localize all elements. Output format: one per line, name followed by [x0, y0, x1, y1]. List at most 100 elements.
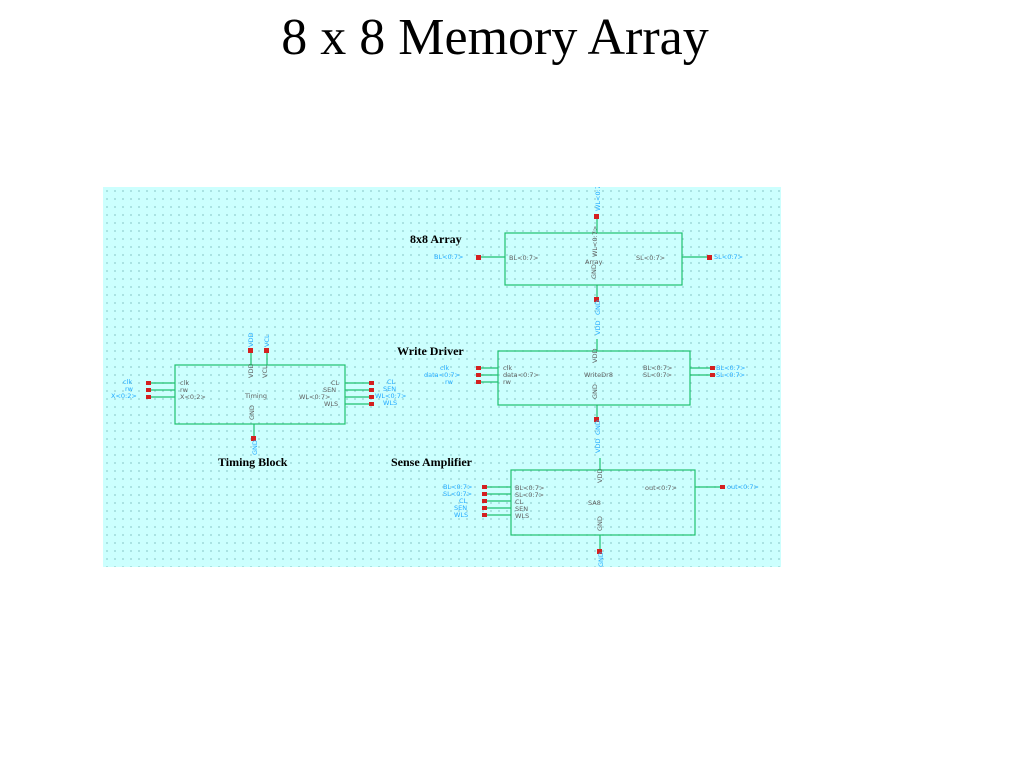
timing-net-sen: SEN [383, 385, 396, 393]
writedrv-net-clk: clk [440, 364, 449, 372]
timing-pin-cl-terminal[interactable] [369, 381, 374, 385]
timing-net-vdd: VDD [247, 333, 255, 347]
timing-net-wl: WL<0:7> [375, 392, 406, 400]
sa-pin-sen-terminal[interactable] [482, 506, 487, 510]
timing-block[interactable]: Timing clk rw X<0:2> CL SEN WL<0:7> WLS … [174, 364, 346, 425]
timing-pin-rw-terminal[interactable] [146, 388, 151, 392]
timing-net-clk: clk [123, 378, 132, 386]
timing-net-wls: WLS [383, 399, 397, 407]
timing-pin-sen: SEN [323, 386, 336, 394]
timing-pin-vdd-terminal[interactable] [248, 348, 253, 353]
sa-net-gnd: GND [597, 552, 605, 567]
array-pin-wl-terminal[interactable] [594, 214, 599, 219]
sa-net-sl: SL<0:7> [443, 490, 472, 498]
caption-sense-amp: Sense Amplifier [391, 455, 473, 469]
sa-pin-sen: SEN [515, 505, 528, 513]
array-net-gnd: GND [594, 300, 602, 315]
timing-block-name: Timing [244, 392, 267, 400]
array-pin-bl: BL<0:7> [509, 254, 538, 262]
timing-pin-wl-terminal[interactable] [369, 395, 374, 399]
writedrv-net-gnd: GND [594, 420, 602, 435]
sa-pin-bl: BL<0:7> [515, 484, 544, 492]
sa-net-sen: SEN [454, 504, 467, 512]
writedrv-pin-clk: clk [503, 364, 512, 372]
sa-pin-bl-terminal[interactable] [482, 485, 487, 489]
timing-net-vcl: VCL [263, 334, 271, 347]
array-block[interactable]: Array BL<0:7> SL<0:7> WL<0:7> [504, 226, 683, 286]
array-pin-sl: SL<0:7> [636, 254, 665, 262]
timing-pin-cl: CL [331, 379, 340, 387]
writedrv-block-name: WriteDr8 [584, 371, 613, 379]
sa-net-out: out<0:7> [727, 483, 759, 491]
array-block-outline [504, 232, 683, 286]
timing-pin-wls-terminal[interactable] [369, 402, 374, 406]
writedrv-pin-rw-terminal[interactable] [476, 380, 481, 384]
schematic-canvas: Array BL<0:7> SL<0:7> WL<0:7> 8x8 Array … [103, 187, 781, 567]
array-pin-sl-terminal[interactable] [707, 255, 712, 260]
timing-pin-clk: clk [180, 379, 189, 387]
writedrv-net-data: data<0:7> [424, 371, 460, 379]
writedrv-net-vdd: VDD [594, 321, 602, 335]
timing-pin-vdd: VDD [247, 364, 255, 378]
sa-pin-wls: WLS [515, 512, 529, 520]
writedrv-net-bl: BL<0:7> [716, 364, 745, 372]
writedrv-pin-gnd-terminal[interactable] [594, 417, 599, 422]
timing-net-rw: rw [125, 385, 134, 393]
sa-net-bl: BL<0:7> [443, 483, 472, 491]
writedrv-pin-bl: BL<0:7> [643, 364, 672, 372]
sa-pin-wls-terminal[interactable] [482, 513, 487, 517]
timing-pin-rw: rw [180, 386, 189, 394]
timing-pin-clk-terminal[interactable] [146, 381, 151, 385]
sa-block[interactable]: SA8 BL<0:7> SL<0:7> CL SEN WLS out<0:7> … [510, 469, 696, 536]
writedrv-pin-bl-terminal[interactable] [710, 366, 715, 370]
page-title: 8 x 8 Memory Array [281, 9, 709, 66]
sa-pin-vdd: VDD [596, 469, 604, 483]
timing-pin-gnd-terminal[interactable] [251, 436, 256, 441]
timing-pin-x: X<0:2> [180, 393, 206, 401]
writedrv-pin-rw: rw [503, 378, 512, 386]
array-net-wl: WL<0:7> [594, 187, 602, 211]
writedrv-block-outline [497, 350, 691, 406]
caption-timing-block: Timing Block [218, 455, 288, 469]
sa-pin-out-terminal[interactable] [720, 485, 725, 489]
writedrv-pin-gnd: GND [591, 384, 599, 399]
timing-pin-wl: WL<0:7> [299, 393, 330, 401]
writedrv-pin-sl: SL<0:7> [643, 371, 672, 379]
timing-pin-gnd: GND [248, 405, 256, 420]
writedrv-block[interactable]: WriteDr8 clk data<0:7> rw BL<0:7> SL<0:7… [497, 349, 691, 406]
timing-block-outline [174, 364, 346, 425]
array-pin-bl-terminal[interactable] [476, 255, 481, 260]
sa-pin-cl: CL [515, 498, 524, 506]
writedrv-pin-clk-terminal[interactable] [476, 366, 481, 370]
sa-pin-gnd-terminal[interactable] [597, 549, 602, 554]
timing-pin-x-terminal[interactable] [146, 395, 151, 399]
schematic-svg: Array BL<0:7> SL<0:7> WL<0:7> 8x8 Array … [111, 187, 759, 567]
sa-pin-sl: SL<0:7> [515, 491, 544, 499]
sa-net-vdd: VDD [594, 439, 602, 453]
array-net-bl: BL<0:7> [434, 253, 463, 261]
sa-pin-cl-terminal[interactable] [482, 499, 487, 503]
timing-net-cl: CL [387, 378, 396, 386]
timing-pin-vcl: VCL [261, 365, 269, 378]
array-pin-gnd: GND [590, 264, 598, 279]
writedrv-pin-data-terminal[interactable] [476, 373, 481, 377]
sa-pin-sl-terminal[interactable] [482, 492, 487, 496]
sa-pin-out: out<0:7> [645, 484, 677, 492]
writedrv-net-sl: SL<0:7> [716, 371, 745, 379]
timing-pin-sen-terminal[interactable] [369, 388, 374, 392]
timing-pin-wls: WLS [324, 400, 338, 408]
caption-array: 8x8 Array [410, 232, 462, 246]
caption-write-driver: Write Driver [397, 344, 464, 358]
array-pin-gnd-terminal[interactable] [594, 297, 599, 302]
array-net-sl: SL<0:7> [714, 253, 743, 261]
writedrv-pin-sl-terminal[interactable] [710, 373, 715, 377]
timing-pin-vcl-terminal[interactable] [264, 348, 269, 353]
timing-net-x: X<0:2> [111, 392, 137, 400]
array-block-name: Array [585, 258, 603, 266]
sa-block-outline [510, 469, 696, 536]
sa-block-name: SA8 [588, 499, 601, 507]
writedrv-pin-vdd: VDD [591, 349, 599, 363]
sa-net-wls: WLS [454, 511, 468, 519]
array-pin-wl: WL<0:7> [591, 226, 599, 257]
timing-net-gnd: GND [251, 440, 259, 455]
